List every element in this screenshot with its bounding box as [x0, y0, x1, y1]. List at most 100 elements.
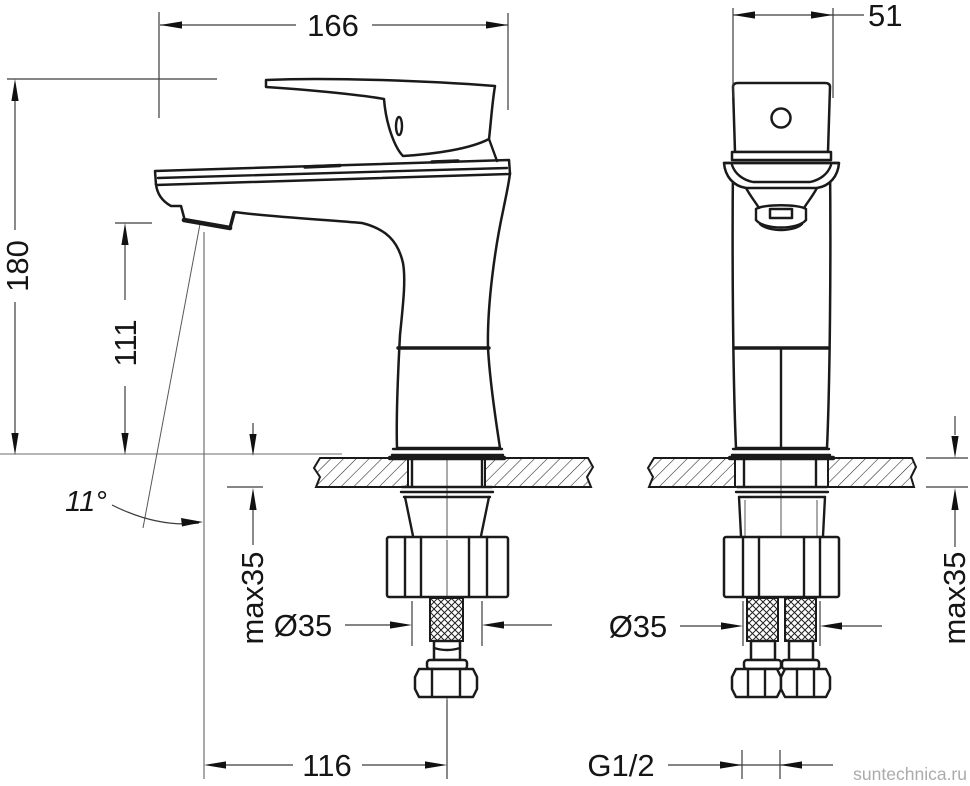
front-hose-collar-right [780, 658, 821, 671]
front-spout-dish [722, 161, 841, 210]
dim-outlet-height-label: 111 [108, 319, 143, 366]
dim-spout-reach: 116 [204, 700, 448, 783]
front-hose-tail-right [787, 639, 815, 662]
dim-base-diameter-front: Ø35 [609, 601, 882, 646]
dim-countertop-front-label: max35 [937, 551, 970, 644]
side-deck-inner-line [156, 166, 509, 180]
side-undercounter-assembly [385, 485, 510, 699]
arrow-left-icon [204, 761, 226, 769]
side-hose-braid [429, 597, 464, 642]
dim-handle-width: 51 [732, 0, 902, 98]
side-view-faucet [153, 77, 512, 699]
front-hose-centerlines [744, 500, 818, 536]
front-nut-slots [741, 535, 822, 599]
dim-countertop-front: max35 [926, 416, 970, 645]
dim-spout-length-lines [158, 12, 509, 118]
dim-stream-angle-label: 11° [65, 486, 107, 518]
side-spout-body [154, 171, 512, 450]
front-shank-left [737, 495, 743, 538]
dim-outlet-height-lines [115, 222, 152, 434]
arrow-left-icon [820, 622, 842, 630]
side-handle-lever [264, 77, 497, 158]
arrow-down-icon [951, 436, 959, 458]
front-shank-right [821, 495, 827, 538]
counter-side-left [312, 457, 409, 488]
front-aerator-notch [768, 207, 794, 220]
side-aerator-thick-edge [181, 217, 233, 231]
front-aerator-bottom [754, 218, 808, 229]
front-base-plate [727, 447, 836, 461]
arrow-left-icon [160, 21, 182, 29]
counter-front-left [646, 457, 736, 488]
counter-side-right [484, 457, 595, 488]
arrow-up-icon [121, 223, 129, 245]
side-hex-nut [413, 667, 479, 699]
dim-base-diameter-front-label: Ø35 [609, 609, 668, 644]
arrow-up-icon [249, 488, 257, 510]
front-aerator-top [754, 204, 808, 222]
countertop-section [312, 457, 918, 488]
front-handle-screw-hole [770, 107, 792, 129]
side-nut-slots [403, 535, 489, 599]
dim-base-diameter-side-label: Ø35 [274, 608, 333, 643]
dim-countertop-front-lines [926, 416, 968, 547]
side-shank-right [479, 495, 491, 538]
front-dish-inner-rim [730, 163, 833, 184]
dim-thread-label: G1/2 [587, 748, 654, 783]
side-hex-nut-facets [430, 667, 462, 699]
water-stream-line [142, 175, 210, 529]
side-deck-detail-dash-2 [430, 159, 460, 164]
watermark: suntechnica.ru [853, 764, 967, 784]
arrow-right-icon [486, 21, 508, 29]
front-undercounter-assembly [722, 485, 841, 699]
dim-countertop-side-label: max35 [235, 551, 270, 644]
dim-total-height-lines [7, 78, 217, 434]
front-aerator [754, 204, 808, 232]
arrow-right-icon [721, 622, 743, 630]
dim-spout-length-label: 166 [307, 8, 359, 43]
dim-total-height: 180 [0, 78, 217, 455]
side-handle-joint-detail [394, 115, 404, 137]
front-hose-braid-left [746, 597, 779, 642]
side-deck-detail-dash-1 [303, 163, 342, 169]
arrow-left-icon [780, 761, 802, 769]
dim-stream-angle: 11° [65, 486, 203, 527]
dim-base-diameter-side: Ø35 [274, 601, 552, 646]
front-handle-band [730, 150, 833, 162]
arrow-up-icon [951, 488, 959, 510]
counter-front-right [827, 457, 918, 488]
front-hex-nut-left [730, 667, 783, 699]
side-handle-seam [487, 137, 499, 163]
front-mounting-nut [722, 535, 841, 599]
arrow-down-icon [121, 433, 129, 455]
counter-hole-shank-front [742, 457, 818, 488]
dim-total-height-label: 180 [0, 240, 35, 292]
dim-base-diameter-side-lines [345, 601, 552, 646]
side-aerator-right-edge [228, 211, 236, 230]
front-hose-braid-right [784, 597, 817, 642]
side-shank-left [403, 495, 415, 538]
side-hose-tail-line [432, 646, 462, 652]
dim-countertop-side-lines [227, 423, 263, 545]
arrow-right-icon [811, 11, 833, 19]
side-hose-collar [425, 658, 469, 671]
dim-thread-lines [668, 750, 833, 779]
arrow-right-icon [181, 518, 203, 527]
front-aerator-bottom-thick [758, 222, 804, 232]
front-dish-outer [722, 161, 841, 190]
dim-thread: G1/2 [587, 748, 833, 783]
front-view-faucet [722, 81, 841, 699]
arrow-right-icon [390, 621, 412, 629]
dim-outlet-height: 111 [108, 222, 152, 455]
arrow-left-icon [482, 621, 504, 629]
front-hex-nut-right [779, 667, 832, 699]
arrow-right-icon [425, 761, 447, 769]
dim-spout-reach-lines [226, 700, 448, 779]
front-hose-tail-left [749, 639, 777, 662]
arrow-up-icon [11, 79, 19, 101]
front-hose-collar-left [742, 658, 783, 671]
arrow-left-icon [733, 11, 755, 19]
dim-handle-width-label: 51 [868, 0, 902, 33]
